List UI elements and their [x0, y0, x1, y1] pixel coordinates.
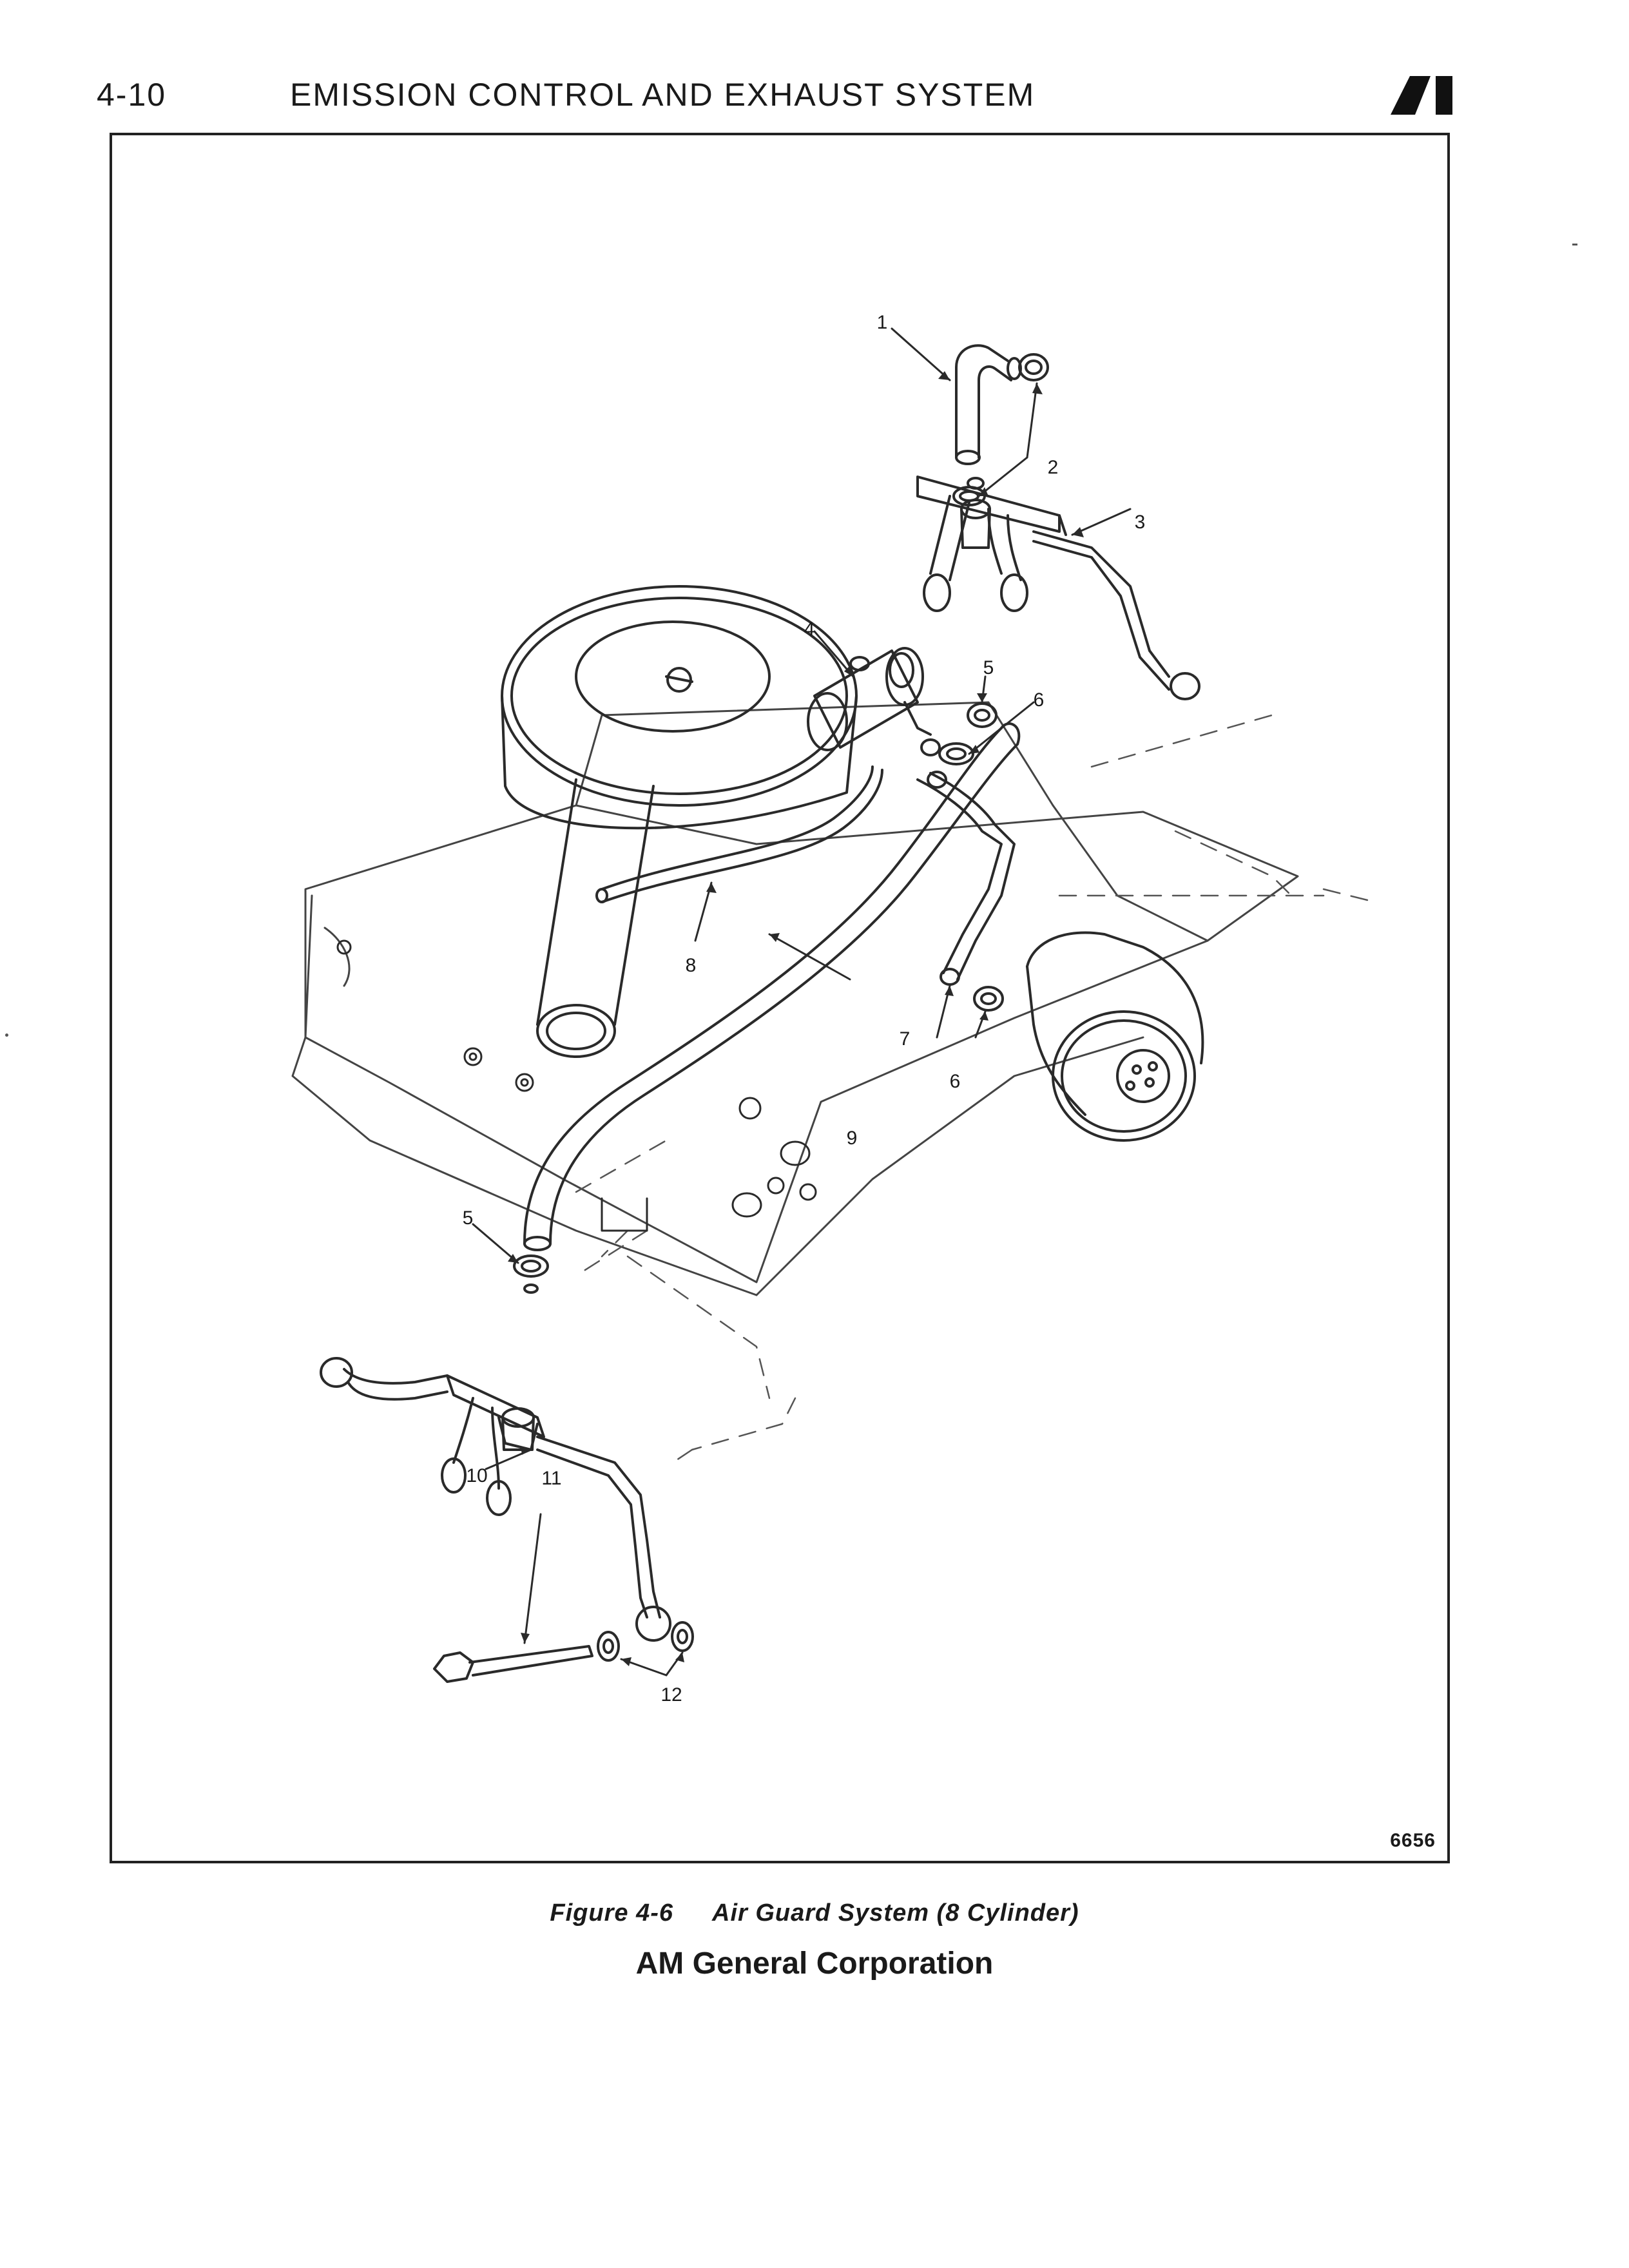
air-pump-hose [916, 772, 1016, 986]
scan-mark [5, 1033, 8, 1037]
callout-label: 6 [1034, 689, 1045, 711]
figure-caption: Figure 4-6 Air Guard System (8 Cylinder) [0, 1899, 1629, 1927]
callout-label: 11 [541, 1468, 561, 1489]
callout-label: 8 [686, 955, 697, 976]
callout-label: 9 [847, 1128, 858, 1149]
callout-label: 7 [900, 1028, 911, 1050]
air-cleaner-snorkel [536, 778, 655, 1058]
mounting-bolt [433, 1645, 593, 1683]
air-injection-manifold-left [320, 1357, 671, 1642]
washer [597, 1621, 694, 1662]
air-pump [1026, 931, 1204, 1142]
page-number: 4-10 [97, 77, 167, 113]
callout-label: 5 [983, 657, 994, 678]
diverter-valve [807, 647, 947, 789]
callout-label: 4 [804, 619, 815, 640]
scan-mark [1572, 244, 1577, 245]
page-header: 4-10 EMISSION CONTROL AND EXHAUST SYSTEM [97, 76, 1456, 128]
company-name: AM General Corporation [635, 1946, 994, 1981]
hose-clamp [938, 702, 998, 765]
callout-label: 5 [463, 1207, 474, 1229]
illustration-code: 6656 [1390, 1830, 1436, 1851]
air-guard-system-illustration [291, 327, 1376, 1683]
figure-frame: 1 2 3 4 5 6 7 8 9 5 10 11 12 6 6656 [110, 133, 1450, 1863]
hose-clamp [973, 986, 1004, 1012]
air-cleaner [501, 585, 858, 830]
section-title: EMISSION CONTROL AND EXHAUST SYSTEM [290, 77, 1036, 113]
callout-label: 3 [1135, 512, 1146, 533]
callout-label: 2 [1048, 457, 1059, 478]
callout-label: 1 [877, 312, 888, 333]
air-injection-manifold-right [916, 476, 1200, 700]
callout-label: 12 [660, 1684, 682, 1706]
hose-clamp [513, 1254, 549, 1294]
callout-label: 6 [950, 1071, 961, 1092]
figure-label: Figure 4-6 [550, 1899, 673, 1927]
upper-hose [955, 344, 1022, 465]
am-general-logo-icon [1391, 76, 1452, 115]
callout-label: 10 [466, 1465, 487, 1486]
figure-title: Air Guard System (8 Cylinder) [712, 1899, 1079, 1927]
vacuum-hose [595, 765, 883, 903]
callout-labels: 1 2 3 4 5 6 7 8 9 5 10 11 12 6 [463, 312, 1146, 1706]
